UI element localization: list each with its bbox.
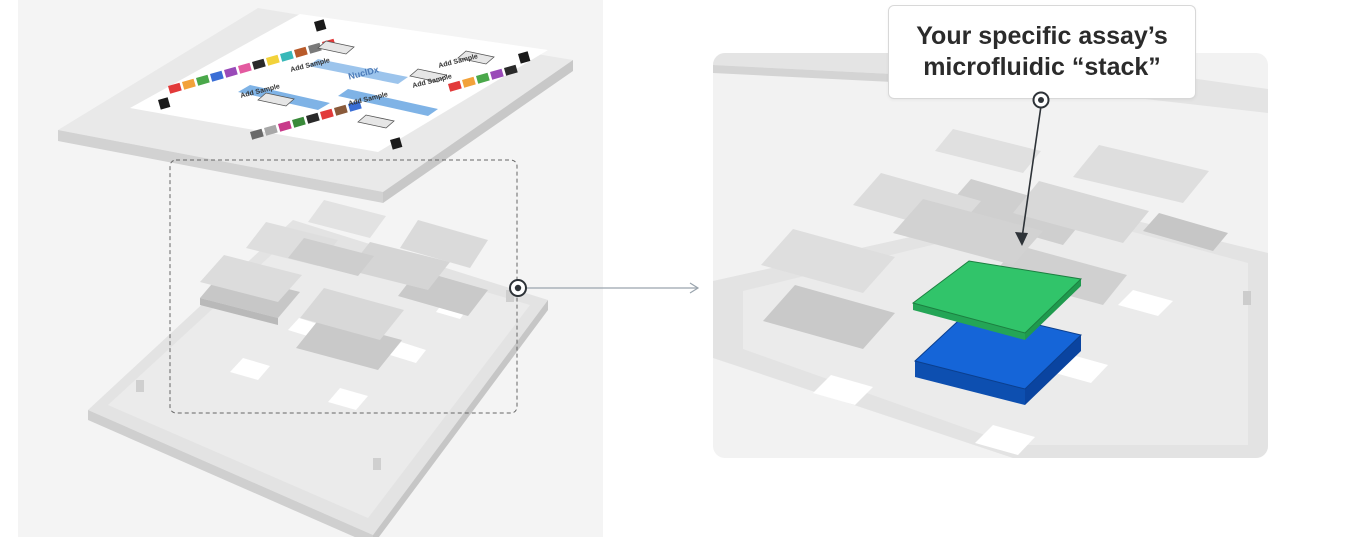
callout-line-1: Your specific assay’s [916, 22, 1168, 50]
connector-arrowhead [689, 282, 700, 294]
callout-box: Your specific assay’s microfluidic “stac… [888, 5, 1196, 99]
exploded-device-illustration [58, 8, 573, 537]
assay-card [58, 8, 573, 203]
callout-pointer-arrowhead [1015, 232, 1028, 246]
zoomed-stack-panel [713, 53, 1268, 458]
pad-stack [200, 200, 488, 370]
zoomed-stack-illustration [713, 53, 1268, 458]
exploded-device-panel: NuclDx Add Sample Add Sample Add Sample … [18, 0, 603, 537]
left-marker-dot [509, 279, 527, 297]
blue-layer [913, 308, 1083, 405]
callout-pointer-line [1021, 105, 1042, 239]
green-layer [911, 260, 1083, 340]
callout-line-2: microfluidic “stack” [923, 53, 1161, 81]
